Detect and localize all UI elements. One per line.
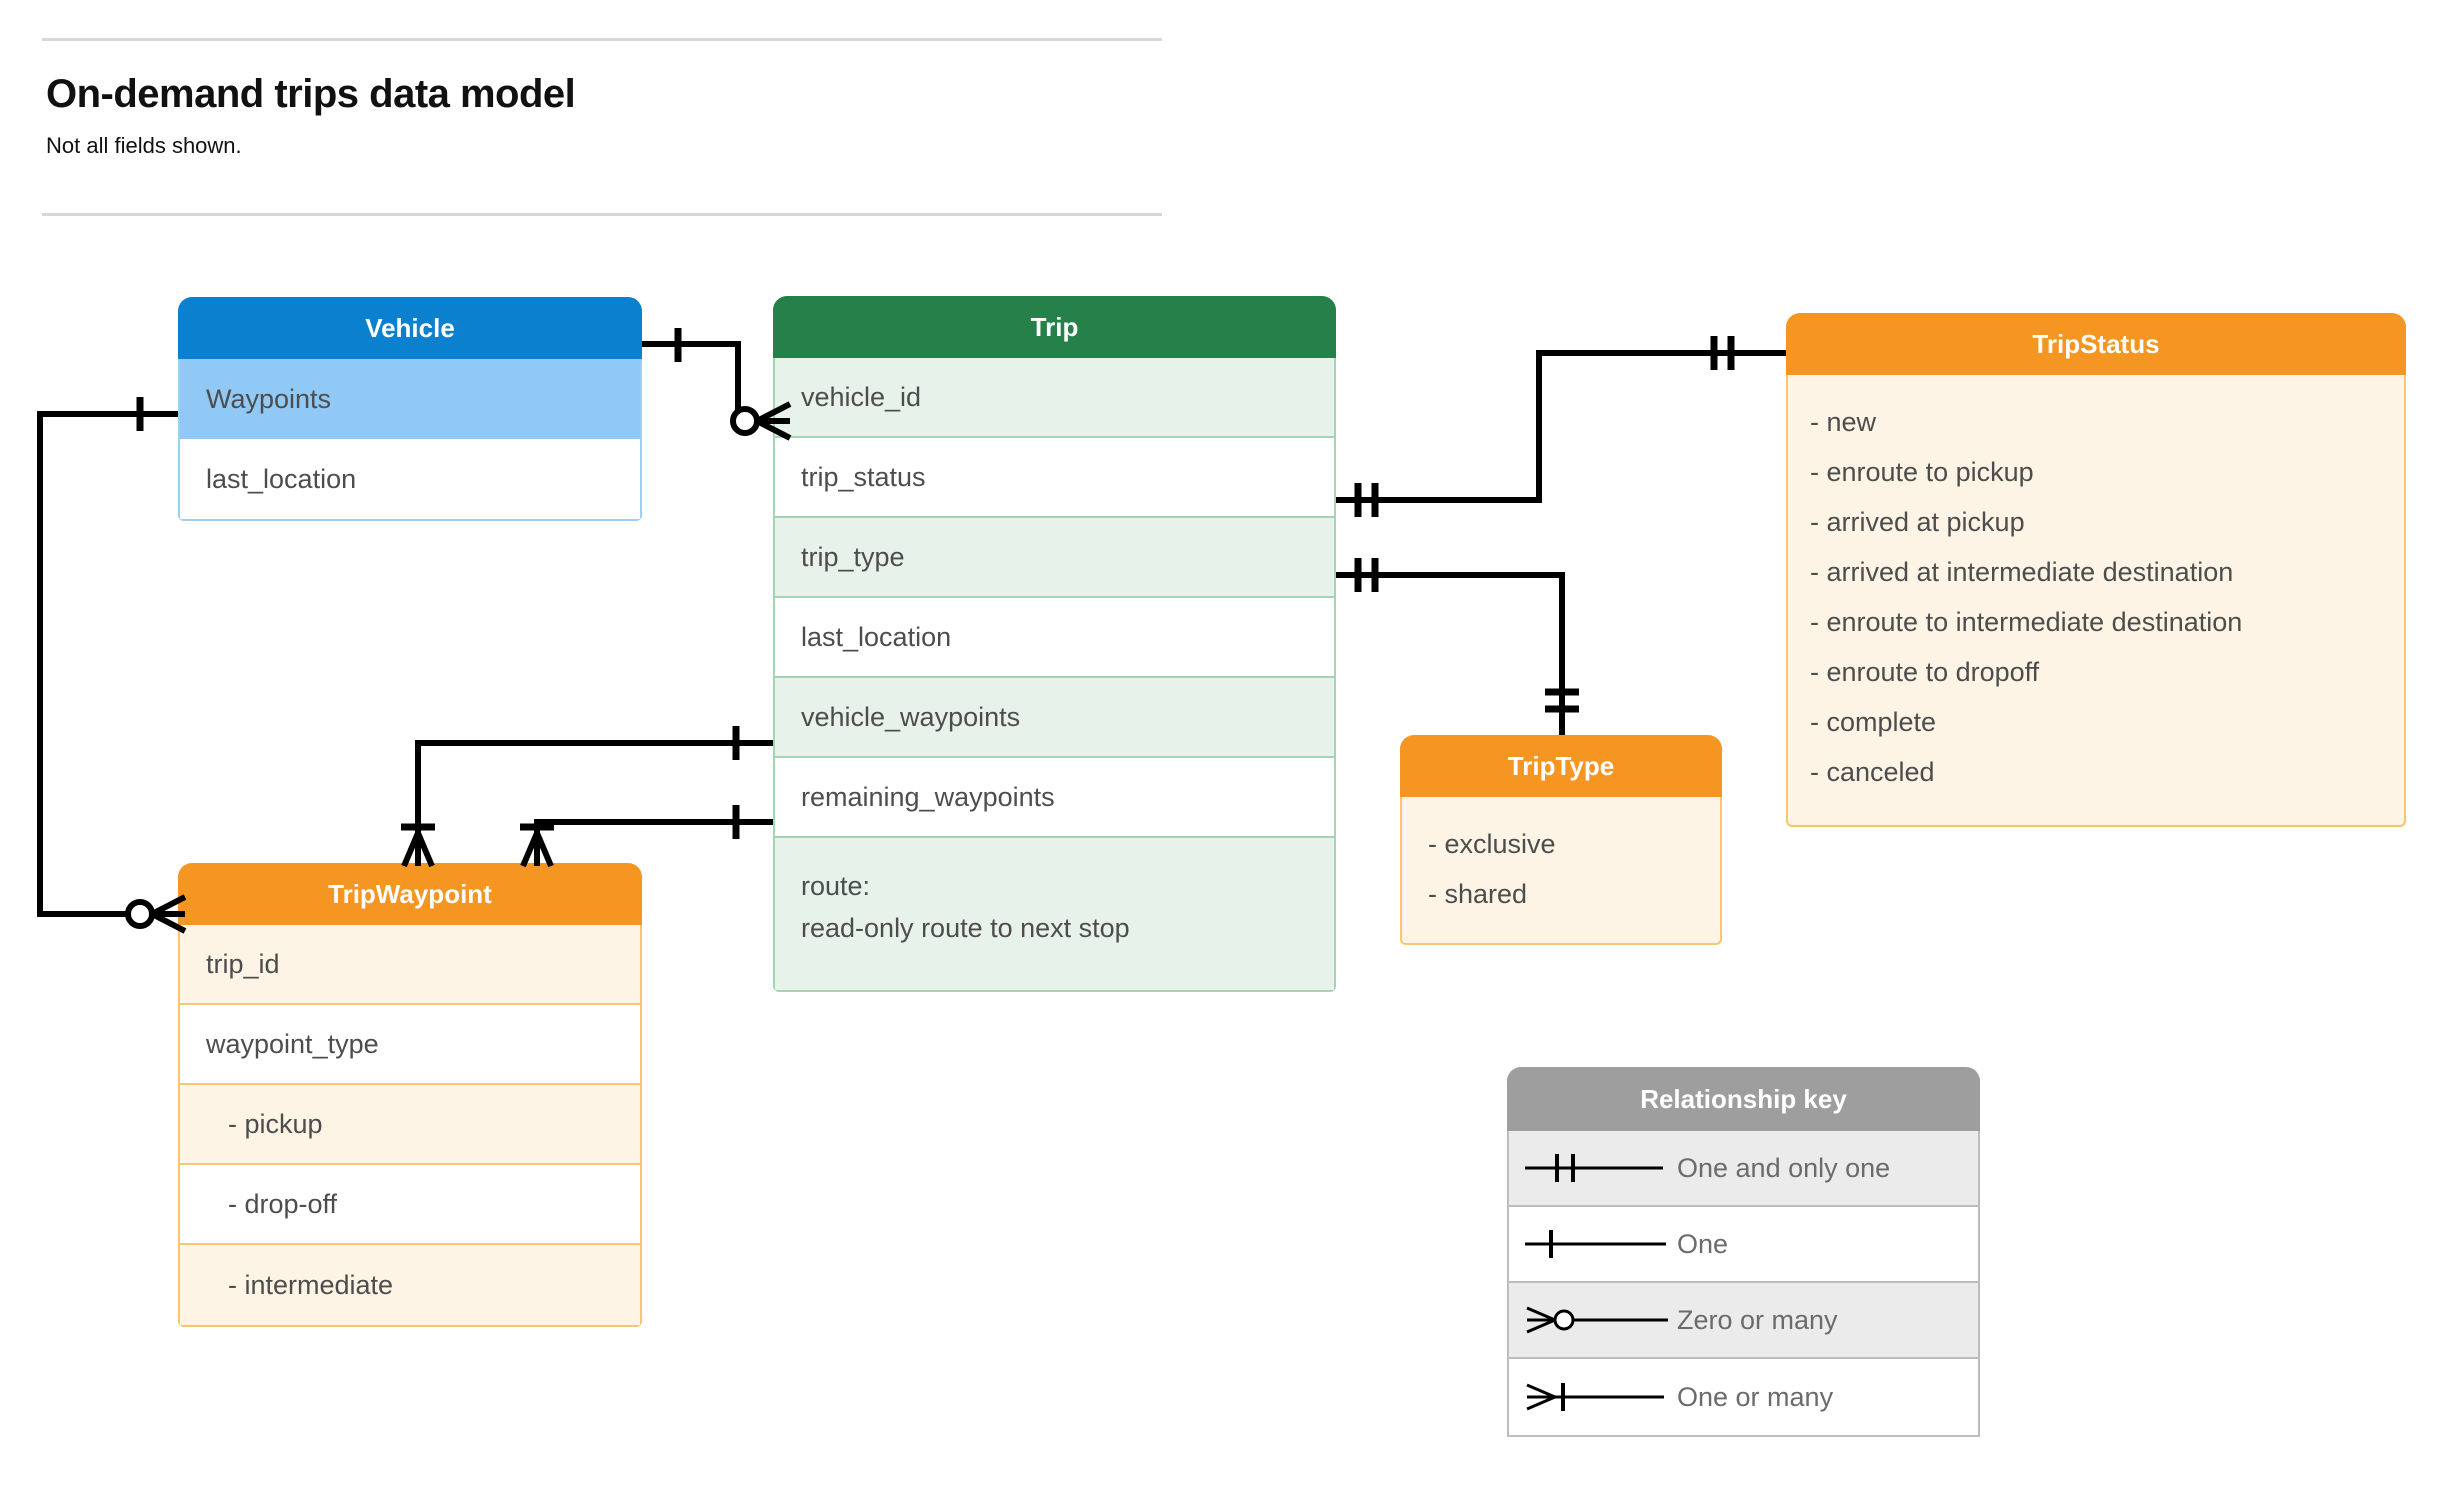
enum-tripstatus-enroute-to-dropoff: - enroute to dropoff [1810,657,2040,687]
enum-triptype-exclusive: - exclusive [1428,829,1556,859]
one-icon [1509,1207,1677,1281]
field-trip-route-note[interactable]: route: read-only route to next stop [775,838,1334,990]
enum-triptype-shared: - shared [1428,879,1528,909]
field-vehicle-waypoints[interactable]: Waypoints [180,359,640,439]
legend-label-zero-or-many: Zero or many [1677,1304,1838,1335]
connector-trip-status-to-tripstatus [1336,336,1786,517]
entity-tripstatus-values: - new - enroute to pickup - arrived at p… [1786,375,2406,827]
relationship-key-legend: Relationship key One and only one [1507,1067,1980,1437]
page-subtitle: Not all fields shown. [46,133,242,158]
connector-remaining-waypoints-to-tripwaypoint [520,805,773,868]
entity-triptype[interactable]: TripType - exclusive - shared [1400,735,1722,945]
field-trip-trip-type[interactable]: trip_type [775,518,1334,598]
entity-tripwaypoint[interactable]: TripWaypoint trip_id waypoint_type - pic… [178,863,642,1327]
connector-vehicle-waypoints-to-tripwaypoint [37,397,187,934]
page-title: On-demand trips data model [46,72,576,116]
entity-trip-fields: vehicle_id trip_status trip_type last_lo… [773,358,1336,992]
entity-triptype-title: TripType [1400,735,1722,797]
enum-tripstatus-canceled: - canceled [1810,757,1935,787]
field-trip-vehicle-id[interactable]: vehicle_id [775,358,1334,438]
entity-tripstatus[interactable]: TripStatus - new - enroute to pickup - a… [1786,313,2406,827]
header-rule-bottom [42,213,1162,216]
enum-waypoint-type-intermediate[interactable]: - intermediate [180,1245,640,1325]
trip-route-description: read-only route to next stop [801,912,1130,943]
field-tripwaypoint-trip-id[interactable]: trip_id [180,925,640,1005]
connector-vehicle-waypoints-field-to-tripwaypoint [401,726,773,868]
zero-or-many-icon [1509,1283,1677,1357]
legend-row-one-and-only-one: One and only one [1509,1131,1978,1207]
legend-rows: One and only one One [1507,1131,1980,1437]
enum-tripstatus-enroute-to-pickup: - enroute to pickup [1810,457,2034,487]
one-and-only-one-icon [1509,1131,1677,1205]
entity-trip-title: Trip [773,296,1336,358]
header-rule-top [42,38,1162,41]
connector-trip-type-to-triptype [1336,558,1579,735]
one-or-many-icon [1509,1359,1677,1435]
legend-label-one-or-many: One or many [1677,1381,1834,1412]
field-vehicle-last-location[interactable]: last_location [180,439,640,519]
enum-waypoint-type-pickup[interactable]: - pickup [180,1085,640,1165]
enum-tripstatus-complete: - complete [1810,707,1937,737]
entity-tripwaypoint-title: TripWaypoint [178,863,642,925]
enum-tripstatus-enroute-to-intermediate-destination: - enroute to intermediate destination [1810,607,2243,637]
enum-waypoint-type-drop-off[interactable]: - drop-off [180,1165,640,1245]
field-trip-remaining-waypoints[interactable]: remaining_waypoints [775,758,1334,838]
trip-route-label: route: [801,871,871,901]
connector-vehicle-to-trip [642,328,792,441]
entity-tripwaypoint-fields: trip_id waypoint_type - pickup - drop-of… [178,925,642,1327]
entity-trip[interactable]: Trip vehicle_id trip_status trip_type la… [773,296,1336,992]
entity-vehicle-fields: Waypoints last_location [178,359,642,521]
entity-vehicle[interactable]: Vehicle Waypoints last_location [178,297,642,521]
field-trip-trip-status[interactable]: trip_status [775,438,1334,518]
enum-tripstatus-new: - new [1810,407,1877,437]
field-trip-last-location[interactable]: last_location [775,598,1334,678]
legend-row-one-or-many: One or many [1509,1359,1978,1435]
field-trip-vehicle-waypoints[interactable]: vehicle_waypoints [775,678,1334,758]
entity-tripstatus-title: TripStatus [1786,313,2406,375]
enum-tripstatus-arrived-at-intermediate-destination: - arrived at intermediate destination [1810,557,2234,587]
entity-triptype-values: - exclusive - shared [1400,797,1722,945]
legend-label-one: One [1677,1228,1729,1259]
enum-tripstatus-arrived-at-pickup: - arrived at pickup [1810,507,2025,537]
field-tripwaypoint-waypoint-type[interactable]: waypoint_type [180,1005,640,1085]
legend-label-one-and-only-one: One and only one [1677,1152,1891,1183]
entity-vehicle-title: Vehicle [178,297,642,359]
legend-row-one: One [1509,1207,1978,1283]
legend-row-zero-or-many: Zero or many [1509,1283,1978,1359]
legend-title: Relationship key [1507,1067,1980,1131]
